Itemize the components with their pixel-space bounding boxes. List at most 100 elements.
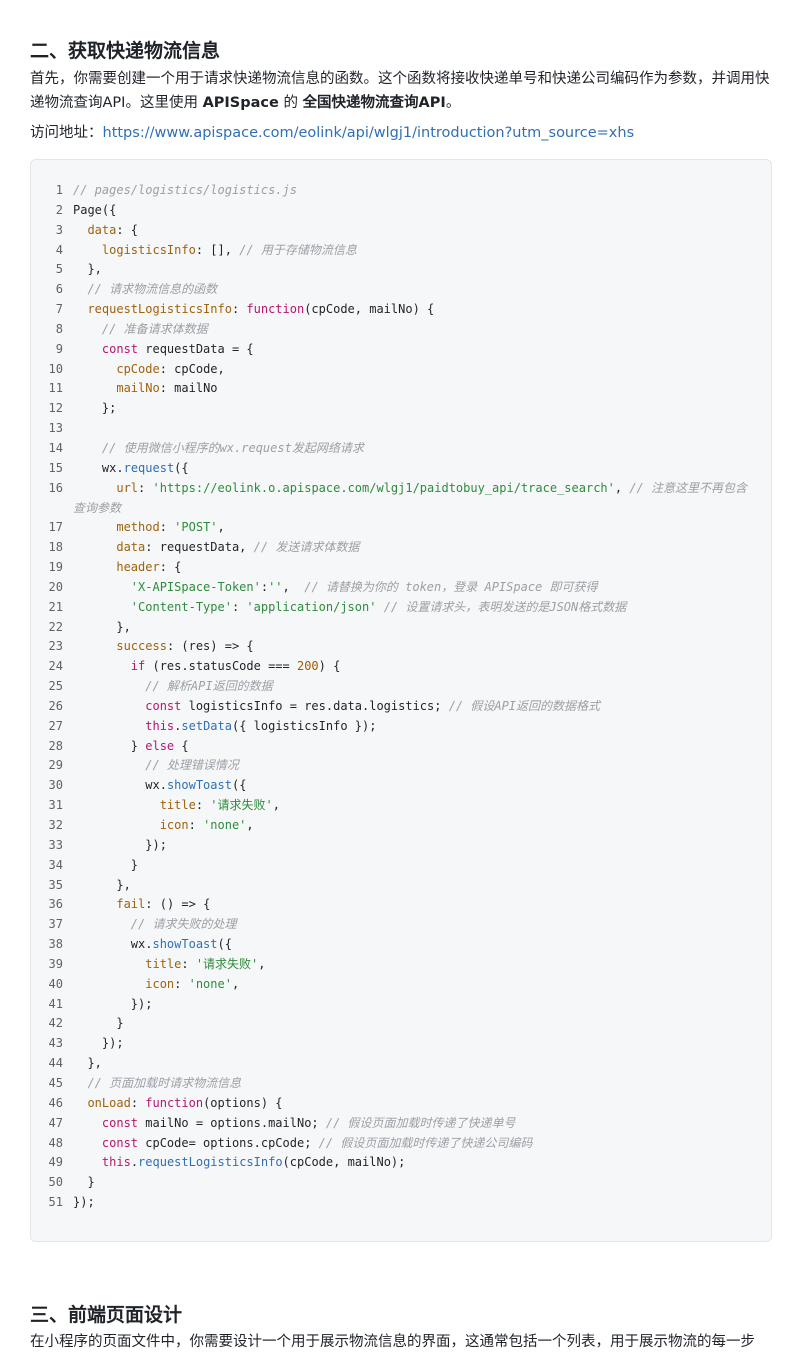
line-number: 20 [48,579,63,594]
code-text: header: { [116,560,182,575]
code-line: 10 cpCode: cpCode, [31,360,771,380]
code-text: } [73,857,139,872]
line-number: 32 [48,818,63,832]
code-line: 8 // 准备请求体数据 [31,320,771,340]
line-number: 17 [48,520,63,535]
code-line: 46 onLoad: function(options) { [31,1094,771,1114]
code-line: 38 wx.showToast({ [31,935,771,955]
line-number: 1 [55,183,63,197]
line-number: 50 [48,1175,63,1190]
code-text: }); [73,1195,95,1210]
code-text: title: '请求失败', [145,956,266,971]
code-text: if (res.statusCode === 200) { [130,659,341,674]
line-number: 7 [55,302,63,317]
code-line: 6 // 请求物流信息的函数 [31,280,771,300]
line-number: 30 [48,778,63,793]
code-text: this.requestLogisticsInfo(cpCode, mailNo… [101,1155,406,1170]
line-number: 44 [48,1056,63,1071]
code-text: } [73,1175,95,1190]
code-text: 'Content-Type': 'application/json' // 设置… [130,599,627,614]
line-number: 24 [48,659,63,674]
code-text: const logisticsInfo = res.data.logistics… [145,698,601,713]
code-line: 20 'X-APISpace-Token':'', // 请替换为你的 toke… [31,578,771,598]
code-text: 'X-APISpace-Token':'', // 请替换为你的 token，登… [130,579,598,594]
code-line: 16 url: 'https://eolink.o.apispace.com/w… [31,479,771,519]
access-paragraph: 访问地址：https://www.apispace.com/eolink/api… [30,121,772,145]
line-number: 12 [48,401,63,416]
code-text: data: { [87,222,139,237]
code-text: }); [73,1036,124,1051]
code-text: // 准备请求体数据 [101,321,208,336]
code-text [73,419,753,439]
intro-text-mid: 的 [278,95,303,111]
intro-paragraph: 首先，你需要创建一个用于请求快递物流信息的函数。这个函数将接收快递单号和快递公司… [30,67,772,115]
code-line: 12 }; [31,399,771,419]
line-number: 51 [48,1195,63,1210]
code-text: wx.showToast({ [73,937,232,952]
code-text: fail: () => { [116,897,211,912]
code-text: }, [73,619,131,634]
line-number: 34 [48,857,63,872]
line-number: 27 [48,718,63,733]
code-line: 5 }, [31,260,771,280]
line-number: 28 [48,738,63,753]
line-number: 46 [48,1095,63,1110]
code-line: 22 }, [31,618,771,638]
section-heading-2: 二、获取快递物流信息 [30,40,221,62]
line-number: 11 [48,381,63,396]
code-text: Page({ [73,202,117,217]
line-number: 38 [48,937,63,952]
line-number: 42 [48,1016,63,1031]
line-number: 36 [48,897,63,912]
code-text: }); [73,837,167,852]
code-line: 30 wx.showToast({ [31,776,771,796]
code-text: }, [73,262,102,277]
code-line: 48 const cpCode= options.cpCode; // 假设页面… [31,1134,771,1154]
code-line: 50 } [31,1173,771,1193]
code-text: cpCode: cpCode, [116,361,225,376]
code-text: // 使用微信小程序的wx.request发起网络请求 [101,440,364,455]
code-line: 23 success: (res) => { [31,637,771,657]
line-number: 31 [48,798,63,813]
line-number: 18 [48,540,63,555]
code-text: const cpCode= options.cpCode; // 假设页面加载时… [101,1135,533,1150]
line-number: 41 [48,996,63,1011]
code-text: // 请求物流信息的函数 [87,282,218,297]
line-number: 14 [48,440,63,455]
code-line: 21 'Content-Type': 'application/json' //… [31,598,771,618]
line-number: 3 [55,222,63,237]
code-line: 29 // 处理错误情况 [31,756,771,776]
code-text: } [73,1016,124,1031]
code-line: 17 method: 'POST', [31,518,771,538]
line-number: 8 [55,321,63,336]
code-text: title: '请求失败', [159,798,280,813]
line-number: 6 [55,282,63,297]
code-line: 14 // 使用微信小程序的wx.request发起网络请求 [31,439,771,459]
code-line: 40 icon: 'none', [31,975,771,995]
access-url-link[interactable]: https://www.apispace.com/eolink/api/wlgj… [102,125,635,141]
code-text: }); [73,996,153,1011]
code-line: 11 mailNo: mailNo [31,379,771,399]
code-line: 4 logisticsInfo: [], // 用于存储物流信息 [31,241,771,261]
code-text: }, [73,1056,102,1071]
code-text: wx.showToast({ [73,778,247,793]
code-text: // 处理错误情况 [145,758,239,773]
code-text: }, [73,877,131,892]
code-line: 32 icon: 'none', [31,816,771,836]
line-number: 40 [48,976,63,991]
line-number: 5 [55,262,63,277]
code-line: 35 }, [31,876,771,896]
line-number: 9 [55,341,63,356]
line-number: 43 [48,1036,63,1051]
line-number: 29 [48,758,63,773]
line-number: 19 [48,560,63,575]
line-number: 45 [48,1075,63,1090]
code-line: 37 // 请求失败的处理 [31,915,771,935]
code-line: 31 title: '请求失败', [31,796,771,816]
line-number: 49 [48,1155,63,1170]
code-line: 28 } else { [31,737,771,757]
code-line: 3 data: { [31,221,771,241]
code-line: 26 const logisticsInfo = res.data.logist… [31,697,771,717]
code-text: url: 'https://eolink.o.apispace.com/wlgj… [73,480,748,515]
